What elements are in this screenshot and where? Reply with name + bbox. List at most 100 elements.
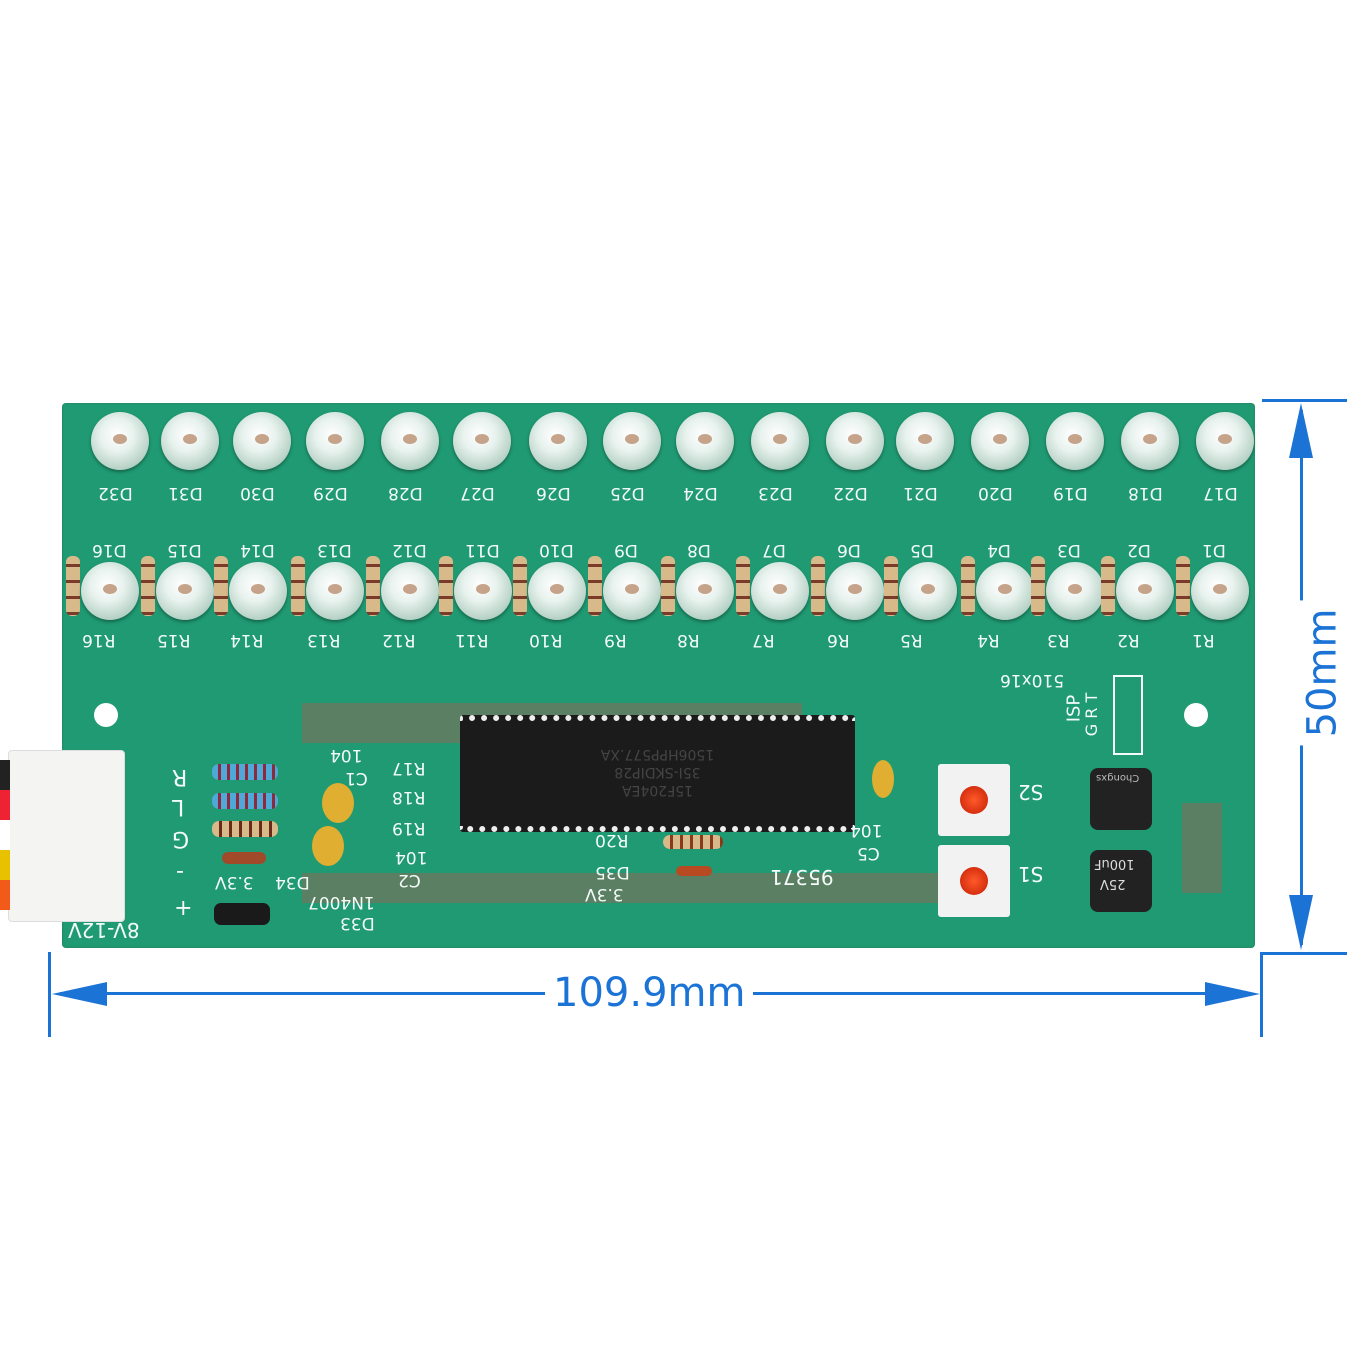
resistor — [736, 556, 750, 616]
led-label: D4 — [987, 540, 1011, 560]
resistor-label: R2 — [1117, 630, 1140, 650]
c5-label: C5 — [857, 843, 880, 863]
led-d28 — [381, 412, 439, 470]
button-s1[interactable] — [938, 845, 1010, 917]
led-d23 — [751, 412, 809, 470]
c5-value: 104 — [850, 820, 883, 840]
led-d17 — [1196, 412, 1254, 470]
resistor-label: R12 — [382, 630, 416, 650]
pin-label-minus: - — [176, 860, 184, 885]
resistor-r19 — [212, 821, 278, 837]
resistor-label: R13 — [307, 630, 341, 650]
led-d22 — [826, 412, 884, 470]
arrow-down-icon — [1289, 895, 1313, 950]
isp-label: ISP — [1063, 694, 1085, 723]
pin-label-r: R — [172, 764, 188, 789]
resistor — [961, 556, 975, 616]
resistor-label: R10 — [529, 630, 563, 650]
chip-marking-line1: 15F204EA — [622, 782, 694, 798]
led-d20 — [971, 412, 1029, 470]
resistor-label: R6 — [827, 630, 850, 650]
led-d31 — [161, 412, 219, 470]
jst-connector[interactable] — [8, 750, 125, 922]
led-d7 — [751, 562, 809, 620]
dimension-extension-line — [1262, 399, 1347, 402]
width-dimension-label: 109.9mm — [545, 970, 754, 1016]
led-d4 — [976, 562, 1034, 620]
d34-label: D34 — [275, 872, 310, 892]
c1-value: 104 — [330, 745, 363, 765]
diode-d34 — [222, 852, 266, 864]
led-d14 — [229, 562, 287, 620]
led-d8 — [676, 562, 734, 620]
arrow-right-icon — [1205, 982, 1260, 1006]
resistor-array-label: 510x16 — [1000, 670, 1065, 690]
led-d9 — [603, 562, 661, 620]
resistor — [1176, 556, 1190, 616]
d35-voltage: 3.3V — [585, 884, 624, 904]
capacitor-brand: Chongxs — [1096, 772, 1140, 783]
led-d30 — [233, 412, 291, 470]
resistor-r17 — [212, 764, 278, 780]
led-d24 — [676, 412, 734, 470]
d35-label: D35 — [595, 862, 630, 882]
led-label: D25 — [610, 483, 645, 503]
led-label: D15 — [167, 540, 202, 560]
microcontroller-chip: 15F204EA 35I-SKDIP28 1506HPP577.XA — [460, 715, 855, 832]
capacitor-c1 — [322, 783, 354, 823]
pin-label-l: L — [172, 794, 185, 819]
copper-trace — [302, 873, 1002, 903]
c2-label: C2 — [398, 870, 421, 890]
led-d25 — [603, 412, 661, 470]
led-label: D2 — [1127, 540, 1151, 560]
mounting-hole — [94, 703, 118, 727]
led-d21 — [896, 412, 954, 470]
led-label: D11 — [465, 540, 500, 560]
led-label: D3 — [1057, 540, 1081, 560]
led-label: D18 — [1128, 483, 1163, 503]
button-s2[interactable] — [938, 764, 1010, 836]
led-label: D7 — [762, 540, 786, 560]
button-cap — [960, 867, 988, 895]
led-d32 — [91, 412, 149, 470]
isp-header[interactable] — [1113, 675, 1143, 755]
resistor — [439, 556, 453, 616]
led-label: D23 — [758, 483, 793, 503]
resistor-label: R7 — [752, 630, 775, 650]
board-code: 95371 — [770, 865, 834, 889]
chip-marking-line2: 35I-SKDIP28 — [614, 764, 701, 780]
led-d18 — [1121, 412, 1179, 470]
capacitor-voltage: 25V — [1100, 876, 1126, 891]
isp-pin-labels: G R T — [1082, 692, 1102, 737]
led-label: D6 — [837, 540, 861, 560]
resistor-label: R16 — [82, 630, 116, 650]
led-label: D13 — [317, 540, 352, 560]
led-d2 — [1116, 562, 1174, 620]
resistor-r20 — [663, 835, 723, 849]
resistor — [1031, 556, 1045, 616]
chip-marking-line3: 1506HPP577.XA — [600, 746, 715, 762]
resistor-label: R4 — [977, 630, 1000, 650]
led-label: D17 — [1203, 483, 1238, 503]
resistor — [141, 556, 155, 616]
led-label: D26 — [536, 483, 571, 503]
capacitor-c2 — [312, 826, 344, 866]
led-label: D1 — [1202, 540, 1226, 560]
mounting-hole — [1184, 703, 1208, 727]
arrow-left-icon — [52, 982, 107, 1006]
led-label: D21 — [903, 483, 938, 503]
d33-part: 1N4007 — [308, 892, 375, 912]
led-d6 — [826, 562, 884, 620]
resistor-label: R3 — [1047, 630, 1070, 650]
led-d27 — [453, 412, 511, 470]
resistor — [884, 556, 898, 616]
led-label: D29 — [313, 483, 348, 503]
r19-label: R19 — [392, 818, 426, 838]
resistor — [588, 556, 602, 616]
resistor — [811, 556, 825, 616]
r17-label: R17 — [392, 758, 426, 778]
resistor-r18 — [212, 793, 278, 809]
capacitor-value: 100uF — [1094, 856, 1135, 871]
r20-label: R20 — [595, 830, 629, 850]
resistor — [291, 556, 305, 616]
